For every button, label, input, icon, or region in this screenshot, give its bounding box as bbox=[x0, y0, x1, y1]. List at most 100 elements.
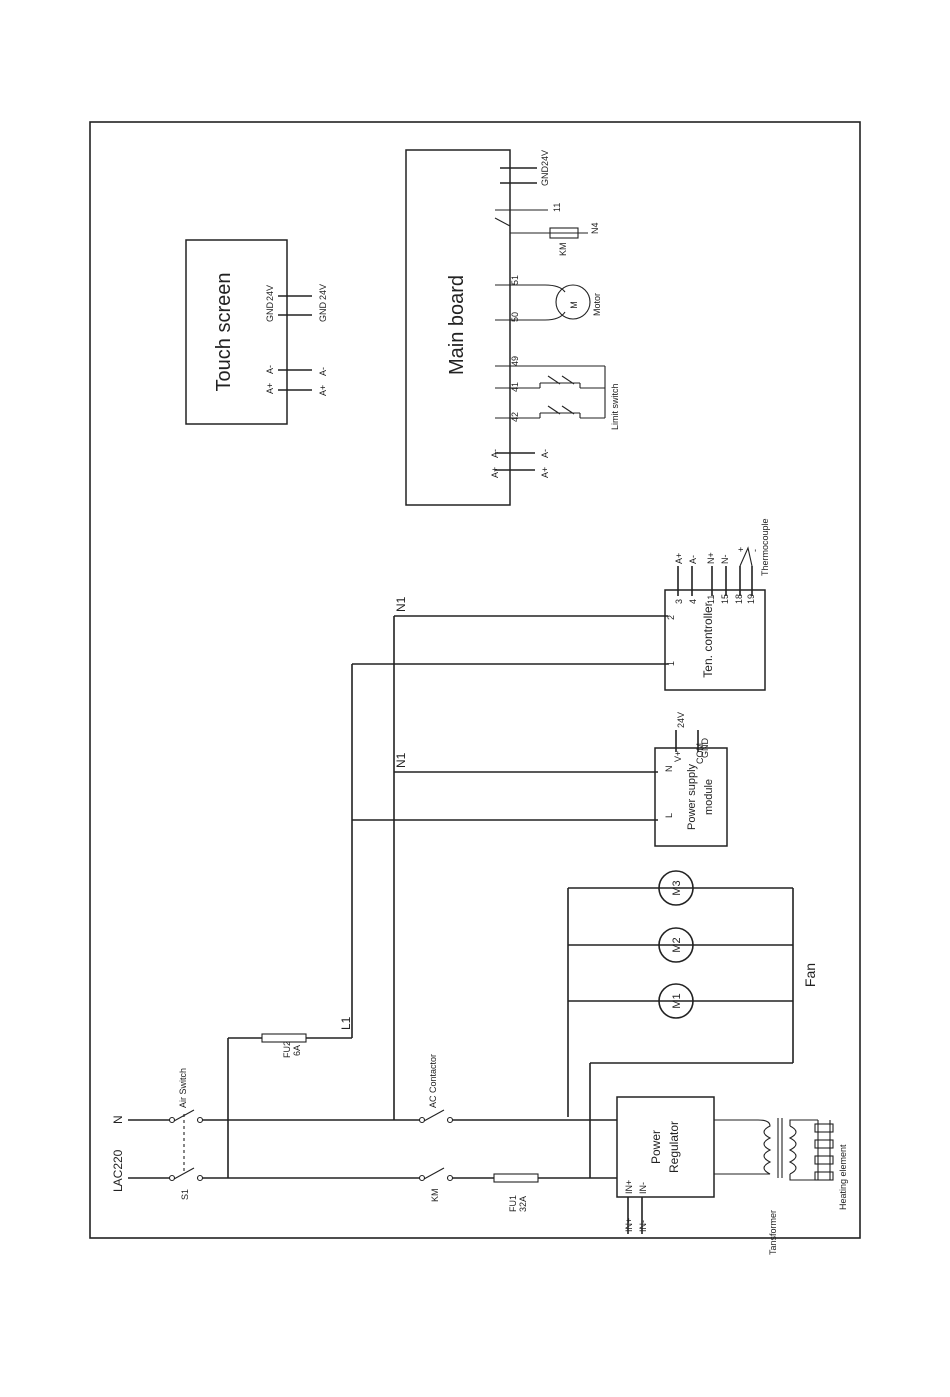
ps-ext-24v: 24V bbox=[676, 712, 686, 728]
km-label: KM bbox=[430, 1189, 440, 1203]
air-switch-label: Air Switch bbox=[178, 1068, 188, 1108]
km-coil bbox=[549, 227, 579, 239]
power-supply-block: Power supply module L N V+ COM 24V GND bbox=[654, 712, 728, 847]
pin-50: 50 bbox=[510, 312, 520, 322]
motor-m-label: M bbox=[569, 301, 579, 309]
ps-pin-vplus: V+ bbox=[673, 751, 683, 762]
transformer-secondary-coil bbox=[788, 1119, 818, 1181]
transformer-block: Tansformer Heating element bbox=[714, 1118, 848, 1255]
tc-pin-3: 3 bbox=[674, 599, 684, 604]
fan-m2-label: M2 bbox=[671, 937, 683, 952]
s1-label: S1 bbox=[180, 1189, 190, 1200]
main-pin-a-minus: A- bbox=[490, 449, 500, 458]
ac220-label: AC220 bbox=[111, 1149, 125, 1186]
main-gnd-label: GND bbox=[540, 166, 550, 187]
ten-controller-label: Ten. controller bbox=[701, 602, 715, 677]
fuse-fu2 bbox=[261, 1033, 307, 1043]
mains-wiring: AC220 L N Air Switch S1 FU2 6A L1 N1 bbox=[111, 596, 668, 1212]
pin-41: 41 bbox=[510, 382, 520, 392]
ps-pin-l: L bbox=[664, 813, 674, 818]
main-board-label: Main board bbox=[446, 275, 468, 375]
fu1-label: FU1 bbox=[508, 1195, 518, 1212]
tc-ext-n-plus: N+ bbox=[706, 552, 716, 564]
transformer-primary-coil bbox=[714, 1119, 772, 1175]
fu1-rating: 32A bbox=[518, 1196, 528, 1212]
temperature-controller-block: Ten. controller 1 2 3 4 11 15 18 19 A+ A… bbox=[664, 518, 770, 691]
limit-switch-label: Limit switch bbox=[610, 383, 620, 430]
pin-42: 42 bbox=[510, 412, 520, 422]
touch-ext-a-minus: A- bbox=[318, 367, 328, 376]
tc-pin-15: 15 bbox=[720, 594, 730, 604]
ps-ext-gnd: GND bbox=[700, 738, 710, 759]
power-supply-label-2: module bbox=[703, 779, 715, 815]
main-ext-a-plus: A+ bbox=[540, 467, 550, 478]
tc-ext-a-minus: A- bbox=[688, 555, 698, 564]
pr-pin-in-minus: IN- bbox=[638, 1182, 648, 1194]
touch-screen-block: Touch screen A+ A- GND 24V A+ A- GND 24V bbox=[185, 239, 328, 425]
motor-symbol bbox=[555, 284, 591, 320]
fuse-fu1 bbox=[493, 1173, 539, 1183]
touch-screen-label: Touch screen bbox=[213, 273, 235, 392]
ac-contactor-label: AC Contactor bbox=[428, 1054, 438, 1108]
main-board-block: Main board GND 24V 11 KM N4 M Motor 51 5… bbox=[405, 149, 620, 506]
fan-block: M3 M2 M1 Fan bbox=[567, 870, 818, 1178]
km-coil-label: KM bbox=[558, 243, 568, 257]
diagram-frame bbox=[89, 121, 861, 1239]
touch-pin-24v: 24V bbox=[265, 285, 275, 301]
heating-element-label: Heating element bbox=[838, 1144, 848, 1210]
tc-pin-11: 11 bbox=[706, 595, 716, 604]
l1-label: L1 bbox=[339, 1016, 353, 1030]
pin-51: 51 bbox=[510, 275, 520, 285]
main-board-box bbox=[405, 149, 511, 506]
pin-49: 49 bbox=[510, 356, 520, 366]
touch-pin-a-minus: A- bbox=[265, 365, 275, 374]
power-regulator-box bbox=[616, 1096, 715, 1198]
transformer-label: Tansformer bbox=[768, 1210, 778, 1255]
tc-pin-2: 2 bbox=[666, 615, 676, 620]
tc-ext-plus: + bbox=[736, 547, 746, 552]
touch-pin-a-plus: A+ bbox=[265, 383, 275, 394]
power-regulator-label-1: Power bbox=[649, 1130, 663, 1164]
fan-m1-label: M1 bbox=[671, 993, 683, 1008]
tc-pin-4: 4 bbox=[688, 599, 698, 604]
fan-m3 bbox=[658, 870, 694, 906]
power-regulator-label-2: Regulator bbox=[667, 1121, 681, 1173]
n-label: N bbox=[111, 1115, 125, 1124]
main-24v-label: 24V bbox=[540, 150, 550, 166]
l-label: L bbox=[111, 1185, 125, 1192]
tc-ext-minus: - bbox=[750, 549, 760, 552]
relay-pin-label: 11 bbox=[552, 203, 562, 212]
power-supply-label-1: Power supply bbox=[686, 763, 698, 830]
touch-ext-a-plus: A+ bbox=[318, 385, 328, 396]
motor-label: Motor bbox=[592, 293, 602, 316]
tc-pin-1: 1 bbox=[666, 661, 676, 666]
tc-pin-18: 18 bbox=[734, 594, 744, 604]
ps-pin-n: N bbox=[664, 766, 674, 773]
power-supply-box bbox=[654, 747, 728, 847]
n4-label: N4 bbox=[590, 222, 600, 234]
n1-top-label: N1 bbox=[394, 596, 408, 612]
touch-ext-gnd: GND bbox=[318, 302, 328, 323]
main-pin-a-plus: A+ bbox=[490, 467, 500, 478]
tc-ext-a-plus: A+ bbox=[674, 553, 684, 564]
power-regulator-block: Power Regulator IN+ IN- IN+ IN- bbox=[616, 1096, 715, 1234]
ten-controller-box bbox=[664, 589, 766, 691]
fan-m1 bbox=[658, 983, 694, 1019]
touch-ext-24v: 24V bbox=[318, 284, 328, 300]
fan-label: Fan bbox=[802, 963, 818, 987]
ps-pin-com: COM bbox=[695, 743, 705, 764]
fan-m3-label: M3 bbox=[671, 880, 683, 895]
air-switch-blade-l bbox=[173, 1167, 195, 1180]
thermocouple-label: Thermocouple bbox=[760, 518, 770, 576]
touch-pin-gnd: GND bbox=[265, 302, 275, 323]
fu2-rating: 6A bbox=[292, 1045, 302, 1056]
pr-ext-in-minus: IN- bbox=[638, 1220, 648, 1232]
pr-pin-in-plus: IN+ bbox=[624, 1180, 634, 1194]
tc-ext-n-minus: N- bbox=[720, 555, 730, 565]
tc-pin-19: 19 bbox=[746, 594, 756, 604]
pr-ext-in-plus: IN+ bbox=[624, 1218, 634, 1232]
fan-m2 bbox=[658, 927, 694, 963]
fu2-label: FU2 bbox=[282, 1041, 292, 1058]
contactor-blade-n bbox=[423, 1109, 445, 1122]
